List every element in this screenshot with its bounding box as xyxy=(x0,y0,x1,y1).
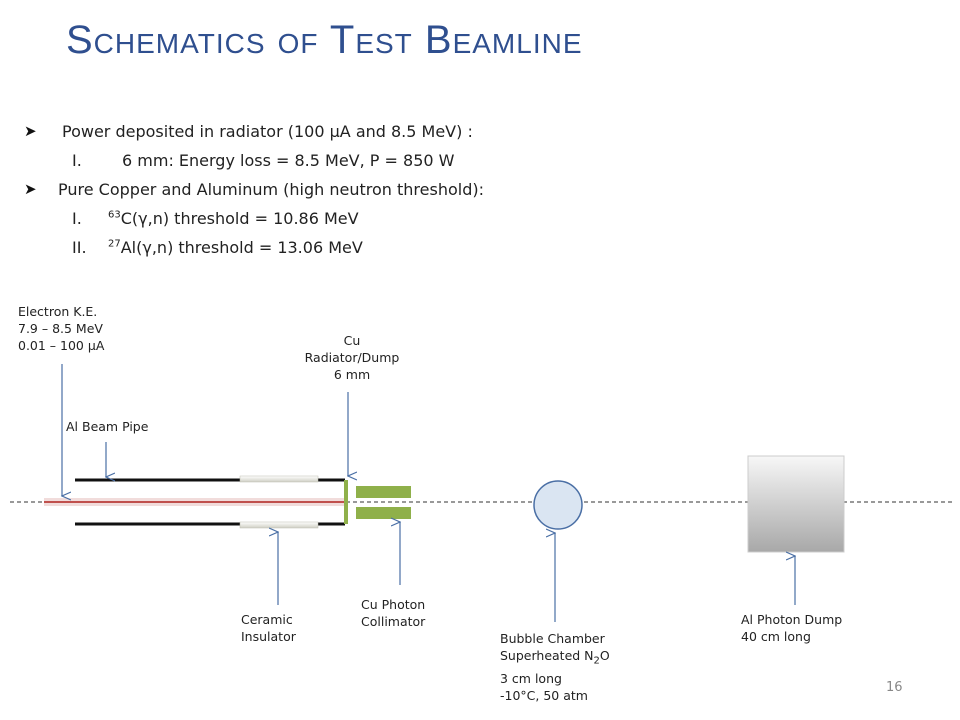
collimator-top xyxy=(356,486,411,498)
arrow-bullet-icon: ➤ xyxy=(24,122,37,140)
bullet-2-text: Pure Copper and Aluminum (high neutron t… xyxy=(58,180,484,199)
radiator-label-line: Cu xyxy=(343,333,361,348)
ceramic-label: Ceramic Insulator xyxy=(241,611,296,645)
electron-label: Electron K.E. 7.9 – 8.5 MeV 0.01 – 100 µ… xyxy=(18,303,104,354)
threshold-text: C(γ,n) threshold = 10.86 MeV xyxy=(120,209,359,228)
ceramic-insulator-top xyxy=(239,475,319,483)
isotope-mass-number: 63 xyxy=(108,209,121,221)
ceramic-label-line: Ceramic xyxy=(241,612,293,627)
collimator-bottom xyxy=(356,507,411,519)
bullet-2-sub-1-text: 63C(γ,n) threshold = 10.86 MeV xyxy=(108,209,359,228)
beam-pipe-label: Al Beam Pipe xyxy=(66,419,149,434)
radiator-label: Cu Radiator/Dump 6 mm xyxy=(290,332,414,383)
bubble-label-line: 3 cm long xyxy=(500,670,562,686)
slide-title: Schematics of Test Beamline xyxy=(66,18,583,62)
collimator-label-line: Collimator xyxy=(361,614,426,629)
bubble-chamber xyxy=(533,480,583,530)
bullet-1-text: Power deposited in radiator (100 µA and … xyxy=(62,122,473,141)
ceramic-insulator-bottom xyxy=(239,521,319,529)
electron-label-line: 0.01 – 100 µA xyxy=(18,338,105,353)
electron-label-line: 7.9 – 8.5 MeV xyxy=(18,321,103,336)
bubble-chamber-label: Bubble Chamber Superheated N2O 3 cm long… xyxy=(500,630,610,704)
bubble-label-text: O xyxy=(599,648,610,663)
electron-label-line: Electron K.E. xyxy=(18,304,98,319)
radiator-label-line: 6 mm xyxy=(333,367,371,382)
isotope-mass-number: 27 xyxy=(108,238,121,250)
collimator-label-line: Cu Photon xyxy=(361,597,426,612)
ceramic-label-line: Insulator xyxy=(241,629,296,644)
bullet-1-sub-1-text: 6 mm: Energy loss = 8.5 MeV, P = 850 W xyxy=(122,151,455,170)
al-dump-label: Al Photon Dump 40 cm long xyxy=(741,611,842,645)
collimator-label: Cu Photon Collimator xyxy=(361,596,425,630)
bubble-label-line: Superheated N2O xyxy=(500,647,610,670)
cu-radiator xyxy=(344,480,348,524)
bubble-label-line: Bubble Chamber xyxy=(500,631,605,646)
al-dump-label-line: Al Photon Dump xyxy=(741,612,843,627)
threshold-text: Al(γ,n) threshold = 13.06 MeV xyxy=(120,238,363,257)
roman-numeral: I. xyxy=(72,209,82,228)
radiator-label-line: Radiator/Dump xyxy=(304,350,400,365)
bubble-label-text: Superheated N xyxy=(500,648,594,663)
arrow-bullet-icon: ➤ xyxy=(24,180,37,198)
bubble-label-line: -10°C, 50 atm xyxy=(500,687,588,703)
bullet-2-sub-2-text: 27Al(γ,n) threshold = 13.06 MeV xyxy=(108,238,363,257)
al-dump-label-line: 40 cm long xyxy=(741,629,811,644)
al-photon-dump xyxy=(747,455,845,553)
subscript: 2 xyxy=(593,655,600,667)
roman-numeral: II. xyxy=(72,238,87,257)
roman-numeral: I. xyxy=(72,151,82,170)
page-number: 16 xyxy=(886,680,903,695)
